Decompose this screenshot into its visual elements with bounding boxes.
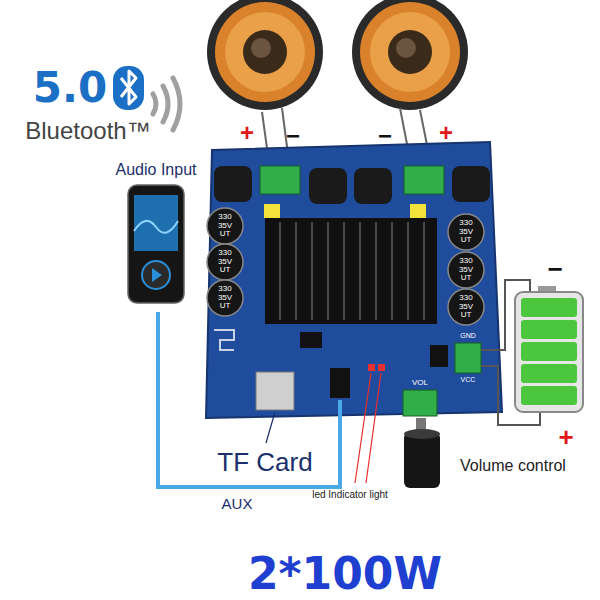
polarity-sign: +: [439, 120, 453, 145]
capacitor-rating: 330 35V UT: [213, 285, 237, 310]
tf-card-slot: [256, 372, 294, 410]
pin-name: VOL: [412, 379, 428, 387]
cable-callout: AUX: [222, 496, 253, 512]
bluetooth-antenna: [214, 330, 234, 350]
led: [378, 364, 385, 371]
heatsink-fins: [280, 222, 424, 320]
yellow-component: [410, 204, 426, 218]
yellow-component: [264, 204, 280, 218]
pin-name: GND: [460, 332, 476, 339]
part-callout: TF Card: [217, 449, 312, 476]
led: [368, 364, 375, 371]
polarity-sign: −: [547, 256, 562, 283]
player-illustration: [126, 183, 186, 307]
speaker: [207, 0, 323, 110]
speaker: [352, 0, 468, 110]
battery: [515, 292, 583, 412]
bluetooth-rune: [121, 71, 136, 104]
battery-cells: [521, 298, 577, 405]
volume-knob-top: [404, 429, 440, 439]
capacitor-rating: 330 35V UT: [454, 219, 478, 244]
output-terminal: [260, 166, 300, 194]
node-heading: Audio Input: [104, 161, 208, 179]
regulator: [430, 345, 448, 367]
volume-knob: [404, 432, 440, 488]
power-rating-title: 2*100W: [248, 551, 442, 597]
power-terminal: [455, 343, 481, 373]
polarity-sign: −: [286, 123, 300, 148]
sound-waves: [153, 78, 180, 130]
bluetooth-version: 5.0: [33, 66, 107, 110]
capacitor-rating: 330 35V UT: [454, 257, 478, 282]
leader-line: [266, 412, 275, 443]
audio-player: Audio Input: [104, 161, 208, 313]
aux-jack: [330, 368, 350, 398]
capacitor-rating: 330 35V UT: [454, 294, 478, 319]
leader-line: [366, 373, 381, 483]
capacitor: [207, 208, 484, 325]
bluetooth-icon: [113, 66, 144, 110]
part-callout: led Indicator light: [312, 490, 388, 501]
capacitor-rating: 330 35V UT: [213, 213, 237, 238]
polarity-sign: +: [240, 120, 254, 145]
inductor: [214, 166, 490, 204]
heatsink: [265, 218, 437, 324]
part-callout: Volume control: [460, 458, 566, 475]
pin-name: VCC: [461, 376, 476, 383]
polarity-sign: −: [378, 123, 392, 148]
volume-potentiometer: [403, 390, 437, 416]
circuit-board: [206, 142, 502, 418]
polarity-sign: +: [558, 424, 573, 451]
capacitor-rating: 330 35V UT: [213, 249, 237, 274]
output-terminal: [404, 166, 444, 194]
bluetooth-label: Bluetooth™: [25, 118, 150, 143]
aux-cable: [158, 312, 340, 487]
chip: [300, 332, 322, 348]
